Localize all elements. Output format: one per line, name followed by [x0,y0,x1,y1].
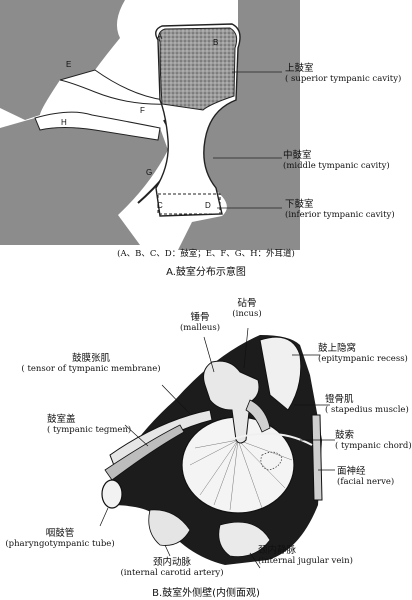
malleus-incus [203,360,260,444]
label-middle-cavity: 中鼓室 (middle tympanic cavity) [283,150,390,171]
label-tensor-tympani: 鼓膜张肌 ( tensor of tympanic membrane) [21,353,161,374]
tube-opening [101,479,123,509]
label-stapedius-muscle: 镫骨肌 ( stapedius muscle) [325,394,409,415]
label-superior-cavity: 上鼓室 ( superior tympanic cavity) [285,63,402,84]
bone-right [178,0,300,250]
letter-g: G [146,168,153,177]
inferior-cavity-box [157,193,221,215]
letter-f: F [140,106,145,115]
tegmen [104,424,185,481]
canal-lower-wall [34,111,161,141]
label-malleus: 锤骨 (malleus) [179,312,221,333]
letter-c: C [157,201,163,210]
panel-a-caption: A.鼓室分布示意图 [166,267,246,278]
incus-process [245,399,271,433]
membrane-radial-lines [189,439,293,511]
letter-h: H [61,118,67,127]
label-tympanic-tegmen: 鼓室盖 ( tympanic tegmen) [47,414,132,435]
stapes [260,451,283,471]
label-internal-carotid-artery: 颈内动脉 (internal carotid artery) [120,557,224,578]
letter-a: A [157,32,163,41]
panel-a-diagram [0,0,300,250]
label-epitympanic-recess: 鼓上隐窝 (epitympanic recess) [318,343,408,364]
letter-e: E [66,60,72,69]
facial-nerve [311,414,323,501]
letter-b: B [213,38,219,47]
label-pharyngotympanic-tube: 咽鼓管 (pharyngotympanic tube) [5,528,115,549]
panel-b-caption: B.鼓室外侧壁(内侧面观) [152,588,260,599]
chorda-tympani [229,432,313,446]
panel-a-legend: (A、B、C、D：鼓室；E、F、G、H：外耳道) [117,249,295,259]
label-inferior-cavity: 下鼓室 (inferior tympanic cavity) [285,199,395,220]
label-facial-nerve: 面神经 (facial nerve) [337,466,395,487]
label-incus: 砧骨 (incus) [232,298,262,319]
bone-upper-left [0,0,125,120]
carotid-artery [148,509,191,546]
letter-d: D [205,201,211,210]
jugular-vein [218,521,271,558]
canal-upper-wall [59,69,172,105]
bone-lower-left [0,114,168,245]
label-internal-jugular-vein: 颈内静脉 (internal jugular vein) [258,545,353,566]
label-tympanic-chord: 鼓索 ( tympanic chord) [335,430,412,451]
